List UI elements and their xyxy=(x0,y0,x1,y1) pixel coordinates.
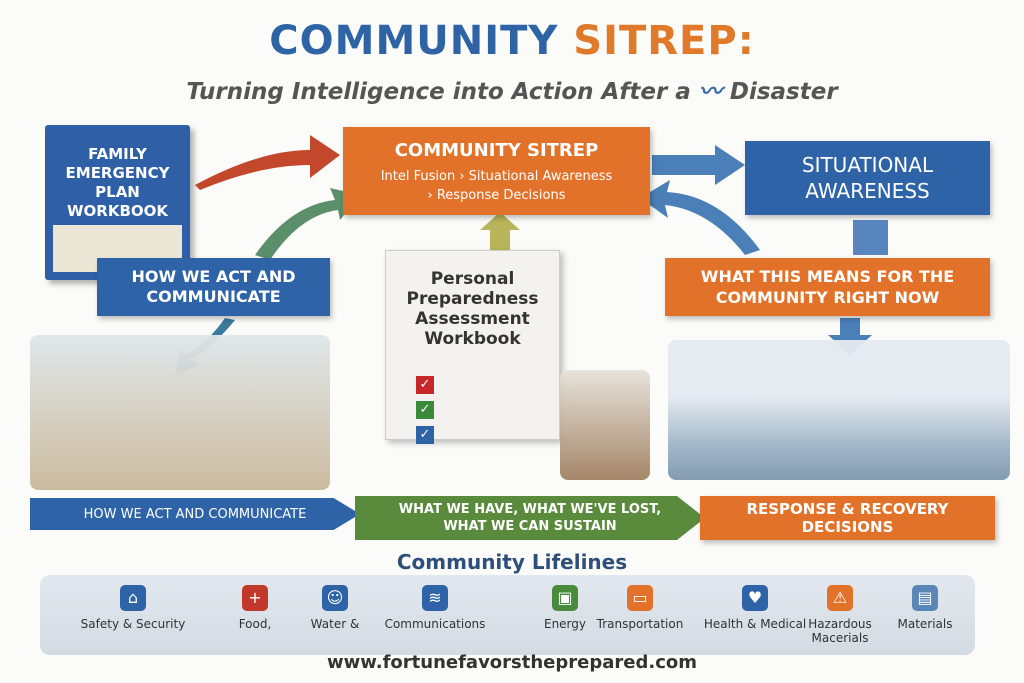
subtitle: Turning Intelligence into Action After a… xyxy=(0,72,1024,106)
down-connector xyxy=(853,220,888,255)
heart-icon: ♥ xyxy=(742,585,768,611)
sitrep-line1: Intel Fusion › Situational Awareness xyxy=(380,168,613,184)
lifeline-item: ▭ Transportation xyxy=(585,585,695,631)
personal-preparedness-workbook: Personal Preparedness Assessment Workboo… xyxy=(385,250,560,444)
bottom-box-decisions: RESPONSE & RECOVERY DECISIONS xyxy=(700,496,995,540)
bottom-arrow-act: HOW WE ACT AND COMMUNICATE xyxy=(30,498,360,530)
lifeline-item: ☺ Water & xyxy=(280,585,390,631)
sitrep-line2: › Response Decisions xyxy=(427,187,566,203)
green-arrow xyxy=(255,188,360,260)
subtitle-before: Turning Intelligence into Action After a xyxy=(186,79,691,105)
subtitle-after: Disaster xyxy=(729,79,838,105)
what-this-means-box: WHAT THIS MEANS FOR THE COMMUNITY RIGHT … xyxy=(665,258,990,316)
signal-icon: ≋ xyxy=(422,585,448,611)
book-title: FAMILY EMERGENCY PLAN WORKBOOK xyxy=(65,145,170,220)
bottom-arrow-sustain: WHAT WE HAVE, WHAT WE'VE LOST, WHAT WE C… xyxy=(355,496,705,540)
radio-operators-illustration xyxy=(560,370,650,480)
page-title: COMMUNITY SITREP: xyxy=(0,18,1024,64)
lifeline-item: ≋ Communications xyxy=(380,585,490,631)
lifeline-label: Communications xyxy=(384,617,486,631)
up-arrow xyxy=(480,212,520,250)
materials-icon: ▤ xyxy=(912,585,938,611)
lifeline-label: Health & Medical xyxy=(703,617,807,631)
lifeline-label: Safety & Security xyxy=(80,617,186,631)
generator-icon: ▣ xyxy=(552,585,578,611)
checkbox-red-icon: ✓ xyxy=(416,376,434,394)
lifeline-item: ▣ Energy xyxy=(510,585,620,631)
lifeline-item: ⚠ Hazardous Macerials xyxy=(785,585,895,645)
red-arrow xyxy=(195,135,340,190)
title-community: COMMUNITY xyxy=(269,18,559,64)
flooded-neighborhood-illustration xyxy=(668,340,1010,480)
cross-icon: + xyxy=(242,585,268,611)
checkbox-green-icon: ✓ xyxy=(416,401,434,419)
website-url: www.fortunefavorstheprepared.com xyxy=(327,652,697,673)
lifeline-label: Water & xyxy=(310,617,360,631)
family-emergency-plan-workbook: FAMILY EMERGENCY PLAN WORKBOOK xyxy=(45,125,190,280)
lifeline-item: + Food, xyxy=(200,585,310,631)
hazard-icon: ⚠ xyxy=(827,585,853,611)
sitrep-title: COMMUNITY SITREP xyxy=(394,139,599,161)
situational-awareness-box: SITUATIONAL AWARENESS xyxy=(745,141,990,215)
checkbox-blue-icon: ✓ xyxy=(416,426,434,444)
notebook-title: Personal Preparedness Assessment Workboo… xyxy=(406,269,539,349)
blue-arrow-back xyxy=(640,180,760,255)
responders-illustration xyxy=(30,335,330,490)
lifeline-label: Energy xyxy=(543,617,586,631)
lifeline-label: Food, xyxy=(238,617,272,631)
lifeline-label: Materials xyxy=(897,617,953,631)
community-sitrep-box: COMMUNITY SITREP Intel Fusion › Situatio… xyxy=(343,127,650,215)
title-sitrep: SITREP: xyxy=(573,18,755,64)
people-icon: ☺ xyxy=(322,585,348,611)
house-icon: ⌂ xyxy=(120,585,146,611)
lifeline-item: ▤ Materials xyxy=(870,585,980,631)
lifelines-heading: Community Lifelines xyxy=(396,550,628,574)
lifeline-label: Hazardous Macerials xyxy=(808,617,872,645)
down-arrow xyxy=(828,318,872,355)
storm-logo-icon: 〰 xyxy=(698,79,722,105)
lifeline-item: ♥ Health & Medical xyxy=(700,585,810,631)
how-we-act-box: HOW WE ACT AND COMMUNICATE xyxy=(97,258,330,316)
blue-arrow-right xyxy=(652,145,745,185)
lifelines-band: ⌂ Safety & Security + Food, ☺ Water & ≋ Communi… xyxy=(40,575,975,655)
lifeline-item: ⌂ Safety & Security xyxy=(78,585,188,631)
lifeline-label: Transportation xyxy=(596,617,684,631)
car-icon: ▭ xyxy=(627,585,653,611)
